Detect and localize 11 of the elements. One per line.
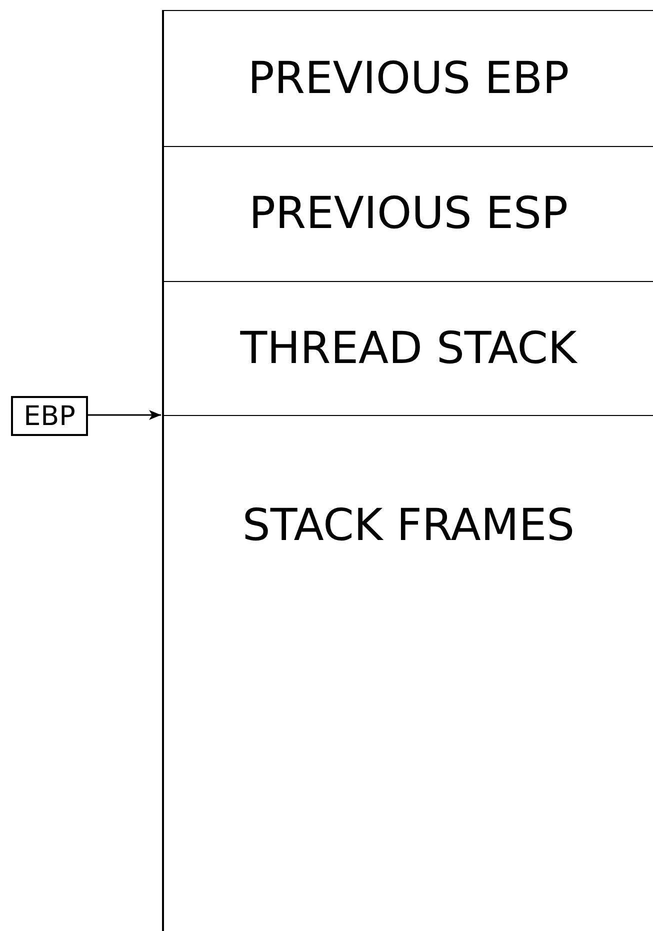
stack-cell — [162, 281, 653, 415]
cell-label: EBP — [24, 402, 76, 430]
stack-cell — [162, 415, 653, 931]
cell-label: PREVIOUS ESP — [249, 192, 568, 236]
cell-label: PREVIOUS EBP — [248, 56, 570, 100]
arrow — [88, 410, 161, 420]
stack-cell — [162, 10, 653, 146]
cell-label: THREAD STACK — [240, 326, 577, 370]
register-box — [11, 396, 88, 436]
cell-label: STACK FRAMES — [242, 504, 575, 548]
stack-cell — [162, 146, 653, 281]
